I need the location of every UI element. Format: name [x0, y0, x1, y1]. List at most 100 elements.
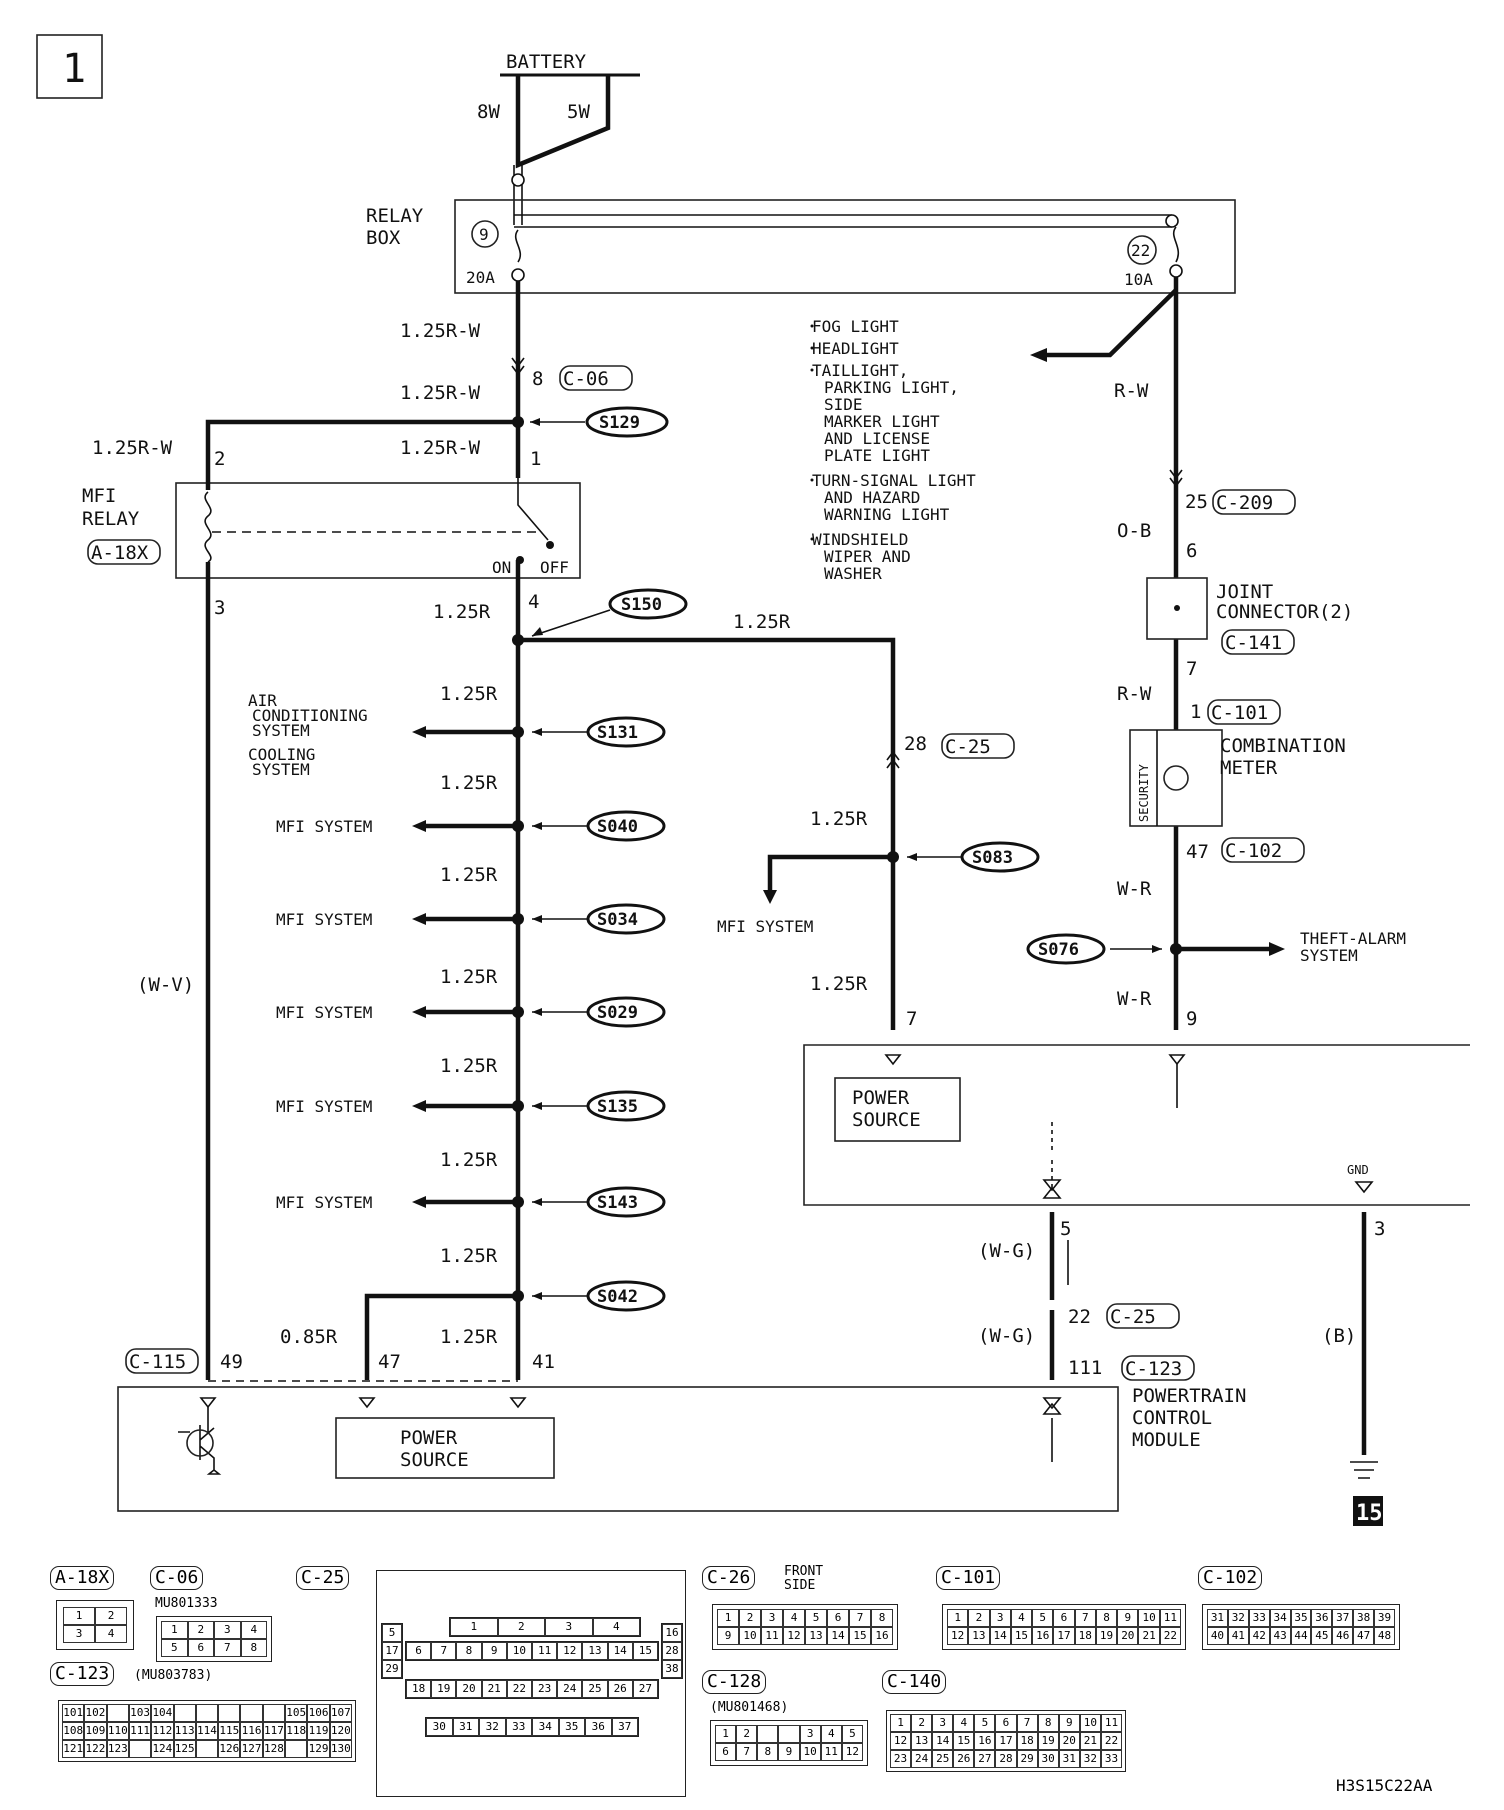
pin-22: 22	[1068, 1306, 1091, 1328]
power-source-1-l2: SOURCE	[852, 1109, 921, 1131]
branch-mfi-s083: MFI SYSTEM	[717, 917, 813, 936]
wire-label-125r-s083a: 1.25R	[810, 808, 868, 830]
pin-4: 4	[528, 591, 539, 613]
svg-text:MFI SYSTEM: MFI SYSTEM	[276, 1003, 372, 1022]
pin-5: 5	[1060, 1218, 1071, 1240]
svg-text:MARKER LIGHT: MARKER LIGHT	[824, 412, 940, 431]
power-source-box-2	[335, 1417, 555, 1479]
svg-text:CONDITIONING: CONDITIONING	[252, 706, 368, 725]
view-c102-tag: C-102	[1198, 1566, 1263, 1590]
svg-text:S131: S131	[597, 723, 638, 743]
power-source-2-l2: SOURCE	[400, 1449, 469, 1471]
battery-wire-5w: 5W	[567, 101, 590, 123]
conn-c115: C-115	[129, 1351, 186, 1373]
conn-c141: C-141	[1225, 632, 1282, 654]
pin-7b: 7	[906, 1008, 917, 1030]
mfi-relay-label2: RELAY	[82, 508, 140, 530]
security-label: SECURITY	[1137, 763, 1151, 822]
pin-47b: 47	[378, 1351, 401, 1373]
pcm-box	[117, 1386, 1119, 1512]
svg-text:1.25R: 1.25R	[440, 683, 498, 705]
svg-text:1.25R: 1.25R	[440, 966, 498, 988]
relay-coil	[204, 491, 212, 563]
joint-connector-label2: CONNECTOR(2)	[1216, 601, 1353, 623]
view-c26-note2: SIDE	[784, 1578, 816, 1593]
ground-number-box	[1353, 1496, 1383, 1526]
svg-text:MFI SYSTEM: MFI SYSTEM	[276, 1097, 372, 1116]
svg-text:TAILLIGHT,: TAILLIGHT,	[812, 361, 908, 380]
relay-switch	[517, 478, 549, 541]
svg-text:S083: S083	[972, 848, 1013, 868]
wire-label-125rw-4: 1.25R-W	[400, 437, 481, 459]
pin-3: 3	[214, 597, 225, 619]
wire-label-125r-8: 1.25R	[440, 1326, 498, 1348]
power-source-1-l1: POWER	[852, 1087, 910, 1109]
conn-c209: C-209	[1216, 492, 1273, 514]
fuse-9-num: 9	[479, 225, 489, 244]
pin-47: 47	[1186, 841, 1209, 863]
figure-code: H3S15C22AA	[1336, 1776, 1433, 1795]
wire-label-125rw-2: 1.25R-W	[400, 382, 481, 404]
pcm-label1: POWERTRAIN	[1132, 1385, 1246, 1407]
pcm-label2: CONTROL	[1132, 1407, 1212, 1429]
battery-label: BATTERY	[506, 51, 587, 73]
wire-label-125r-main: 1.25R	[433, 601, 491, 623]
branch-s135: 1.25R MFI SYSTEM S135	[276, 1055, 666, 1122]
svg-text:PLATE LIGHT: PLATE LIGHT	[824, 446, 930, 465]
svg-text:SYSTEM: SYSTEM	[252, 760, 310, 779]
mfi-relay-label1: MFI	[82, 485, 116, 507]
gnd-label: GND	[1347, 1163, 1369, 1177]
svg-text:AND LICENSE: AND LICENSE	[824, 429, 930, 448]
branch-s131: 1.25R AIR CONDITIONING SYSTEM COOLING SY…	[248, 683, 666, 779]
bullets	[810, 324, 814, 541]
splice-s076: S076	[1026, 933, 1106, 965]
view-c123-part: (MU803783)	[134, 1668, 213, 1683]
conn-c102: C-102	[1225, 840, 1282, 862]
fuse-22-amp: 10A	[1124, 270, 1153, 289]
ground-number: 15	[1356, 1501, 1383, 1526]
splice-s129: S129	[585, 406, 669, 438]
svg-text:S029: S029	[597, 1003, 638, 1023]
svg-text:1.25R: 1.25R	[440, 1055, 498, 1077]
wire-label-ob: O-B	[1117, 520, 1151, 542]
wire-label-wr2: W-R	[1117, 988, 1152, 1010]
wire-label-125r-s083b: 1.25R	[810, 973, 868, 995]
view-c128-tag: C-128	[702, 1670, 767, 1694]
pin-41: 41	[532, 1351, 555, 1373]
wire-s083-mfi	[767, 854, 893, 895]
svg-text:TURN-SIGNAL LIGHT: TURN-SIGNAL LIGHT	[812, 471, 976, 490]
conn-c25b: C-25	[1110, 1306, 1156, 1328]
view-c06-part: MU801333	[155, 1596, 218, 1611]
svg-text:MFI SYSTEM: MFI SYSTEM	[276, 817, 372, 836]
connector-views: .cv-tag{position:absolute;border:1.6px s…	[0, 1560, 1504, 1810]
svg-text:1.25R: 1.25R	[440, 1245, 498, 1267]
view-c06-tag: C-06	[150, 1566, 204, 1590]
pin-7: 7	[1186, 658, 1197, 680]
view-c26-note1: FRONT	[784, 1564, 824, 1579]
view-c25-tag: C-25	[296, 1566, 350, 1590]
svg-text:COOLING: COOLING	[248, 745, 315, 764]
conn-c101: C-101	[1211, 702, 1268, 724]
svg-text:WINDSHIELD: WINDSHIELD	[812, 530, 908, 549]
transistor-symbol	[178, 1407, 222, 1475]
pin-8: 8	[532, 368, 543, 390]
relay-box	[454, 199, 1236, 294]
svg-text:HEADLIGHT: HEADLIGHT	[812, 339, 899, 358]
power-source-2-l1: POWER	[400, 1427, 458, 1449]
svg-text:MFI SYSTEM: MFI SYSTEM	[276, 1193, 372, 1212]
pin-2: 2	[214, 448, 225, 470]
view-c128-part: (MU801468)	[710, 1700, 789, 1715]
battery-wire-8w: 8W	[477, 101, 500, 123]
view-a18x-tag: A-18X	[50, 1566, 115, 1590]
pin-9: 9	[1186, 1008, 1197, 1030]
conn-c25: C-25	[945, 736, 991, 758]
svg-text:S040: S040	[597, 817, 638, 837]
svg-text:1.25R: 1.25R	[440, 1149, 498, 1171]
